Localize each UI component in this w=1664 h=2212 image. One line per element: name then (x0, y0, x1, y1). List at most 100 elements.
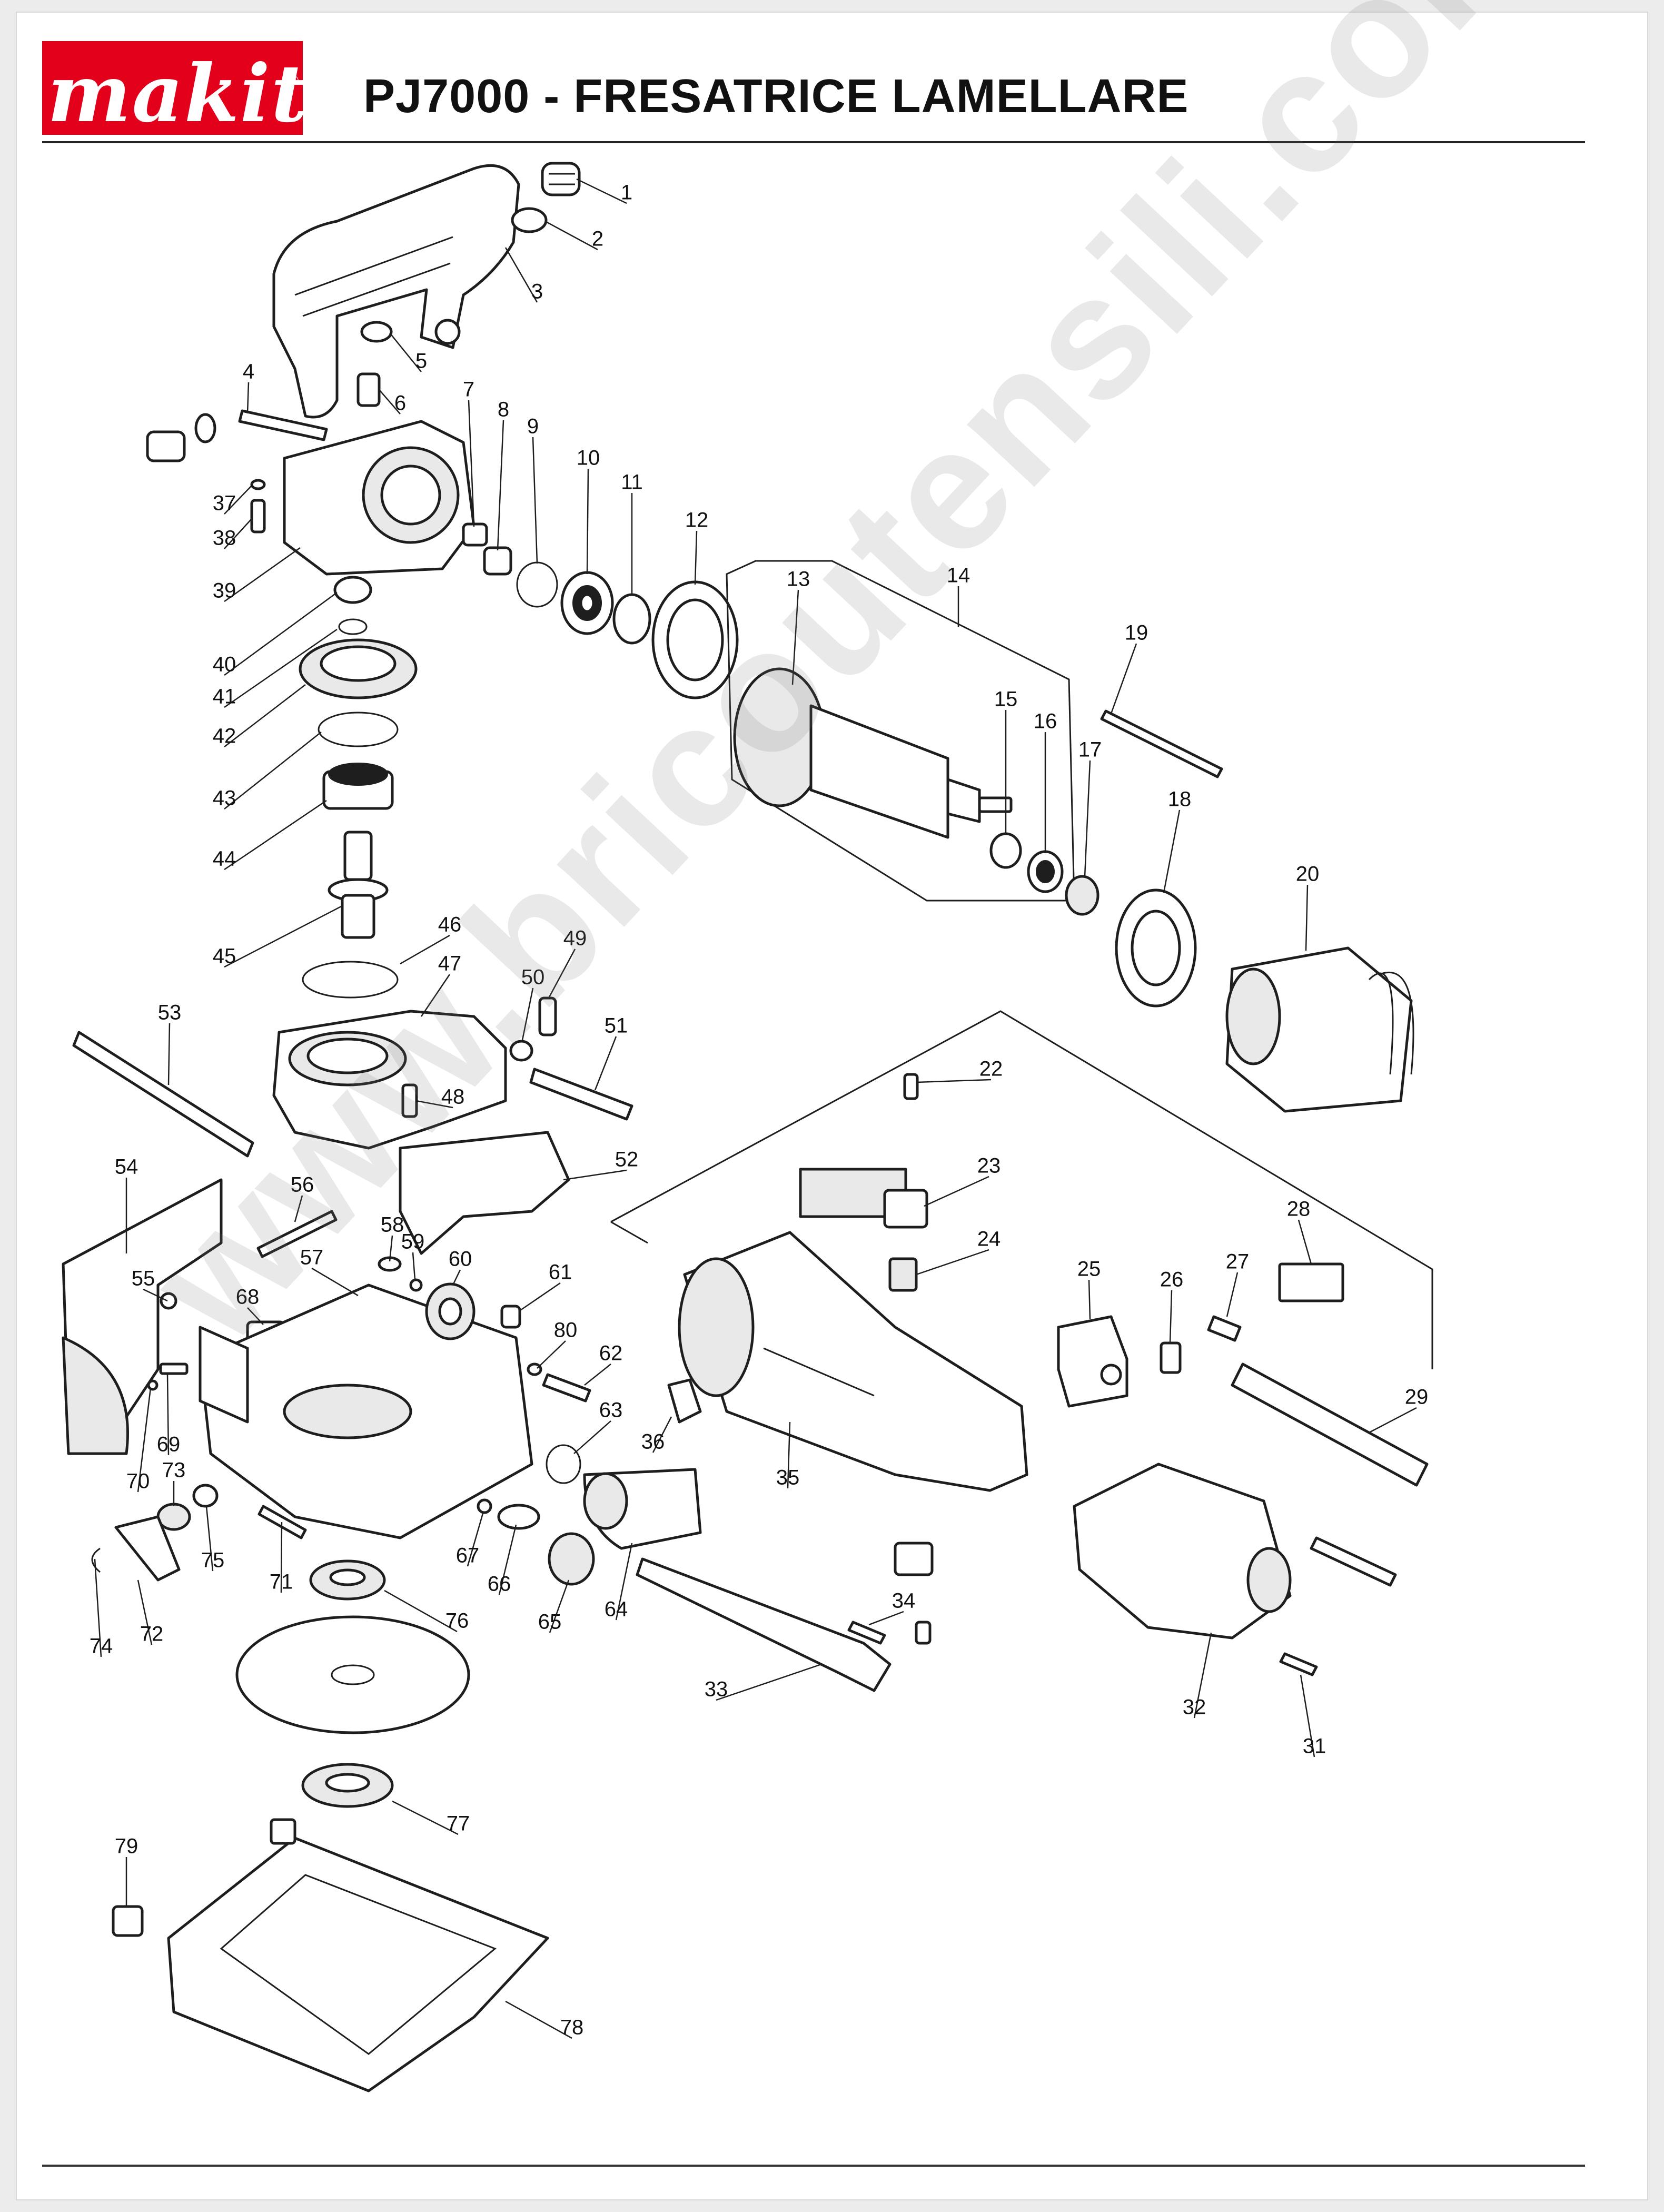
lever-72 (114, 1515, 181, 1582)
collet-8 (483, 546, 512, 576)
part-46-leader (400, 934, 450, 965)
carbon-brush-24 (888, 1257, 918, 1292)
armature-group-box (726, 560, 1075, 902)
part-40-leader (224, 591, 338, 676)
part-38-label: 38 (213, 527, 236, 550)
cutter-blade (235, 1615, 470, 1734)
logo-wordmark: makita (47, 47, 303, 135)
part-44-label: 44 (213, 847, 236, 871)
nut-50 (509, 1040, 533, 1062)
part-25-leader (1088, 1279, 1091, 1320)
part-9-leader (532, 437, 538, 564)
part-10-leader (586, 468, 589, 575)
nut-61 (500, 1305, 521, 1329)
spring-71 (257, 1505, 307, 1539)
part-39-label: 39 (213, 579, 236, 603)
part-6-label: 6 (394, 392, 406, 415)
part-73-label: 73 (162, 1459, 186, 1482)
part-28-leader (1297, 1219, 1312, 1265)
ball-70 (147, 1379, 159, 1391)
bolt-62 (542, 1373, 591, 1403)
part-63-leader (573, 1420, 611, 1454)
armature-13 (733, 667, 1013, 839)
part-77-leader (392, 1800, 459, 1835)
registered-mark: ® (289, 74, 299, 88)
part-51-leader (594, 1036, 617, 1091)
screw-27 (1207, 1315, 1242, 1342)
part-65-label: 65 (538, 1611, 562, 1634)
switch-25 (1057, 1315, 1128, 1408)
spring-34 (847, 1621, 886, 1645)
part-55-leader (143, 1288, 168, 1302)
motor-housing-35 (678, 1231, 1028, 1492)
part-52-leader (563, 1169, 627, 1181)
part-36-label: 36 (641, 1430, 665, 1454)
part-36-leader (652, 1416, 672, 1453)
part-42-label: 42 (213, 725, 236, 748)
part-79-label: 79 (115, 1835, 138, 1858)
part-69-label: 69 (157, 1433, 181, 1456)
ring-74 (91, 1547, 101, 1573)
part-56-label: 56 (291, 1173, 314, 1197)
screw-34b (915, 1621, 932, 1645)
base-plate-78 (167, 1836, 549, 2092)
part-76-leader (384, 1589, 458, 1633)
part-67-leader (467, 1511, 484, 1567)
part-51-label: 51 (605, 1014, 628, 1038)
lock-36 (667, 1378, 702, 1424)
part-75-leader (205, 1506, 214, 1572)
part-4-label: 4 (243, 360, 254, 383)
base-57 (199, 1283, 533, 1539)
rod-56 (256, 1210, 338, 1258)
bearing-10 (560, 571, 614, 635)
part-74-label: 74 (90, 1635, 113, 1658)
page-title: PJ7000 - FRESATRICE LAMELLARE (363, 70, 1189, 123)
part-34-label: 34 (892, 1589, 916, 1613)
screw-31 (1279, 1652, 1318, 1676)
part-42-leader (224, 684, 306, 747)
part-9-label: 9 (527, 415, 539, 438)
screw-19 (1100, 709, 1223, 778)
part-69-leader (166, 1374, 170, 1456)
part-22-label: 22 (979, 1058, 1003, 1081)
part-61-label: 61 (549, 1261, 572, 1284)
part-74-leader (94, 1558, 102, 1657)
bolt-51 (529, 1068, 633, 1121)
part-64-leader (615, 1543, 633, 1621)
part-10-label: 10 (577, 447, 600, 470)
footer-divider (42, 2165, 1585, 2167)
part-40-label: 40 (213, 653, 236, 676)
part-29-leader (1369, 1407, 1417, 1434)
part-17-leader (1084, 760, 1091, 877)
spindle-45 (328, 831, 389, 939)
oring-46 (302, 961, 399, 999)
part-49-label: 49 (563, 927, 587, 950)
dust-nozzle-64 (583, 1468, 702, 1550)
bearing-44 (322, 763, 394, 810)
baffle-plate-12 (651, 580, 739, 699)
nut-7 (462, 522, 488, 547)
makita-logo: makita ® (42, 41, 303, 135)
part-20-leader (1305, 884, 1309, 951)
part-17-label: 17 (1078, 738, 1102, 762)
part-71-leader (280, 1522, 283, 1593)
oring-9 (516, 561, 558, 608)
pin-38 (250, 479, 266, 534)
part-39-leader (224, 547, 301, 603)
pin-67 (477, 1498, 492, 1514)
part-62-label: 62 (599, 1342, 623, 1365)
part-20-label: 20 (1296, 863, 1320, 886)
bolt-4 (146, 409, 328, 462)
part-23-label: 23 (977, 1154, 1001, 1178)
part-13-label: 13 (787, 568, 810, 591)
part-71-label: 71 (270, 1571, 293, 1594)
part-2-label: 2 (592, 228, 603, 251)
knob-65 (548, 1532, 595, 1586)
part-37-leader (224, 485, 252, 515)
washer-66 (497, 1504, 540, 1530)
part-55-label: 55 (132, 1267, 155, 1290)
part-6-leader (379, 389, 401, 414)
fence-54 (62, 1178, 223, 1455)
part-77-label: 77 (447, 1812, 470, 1835)
